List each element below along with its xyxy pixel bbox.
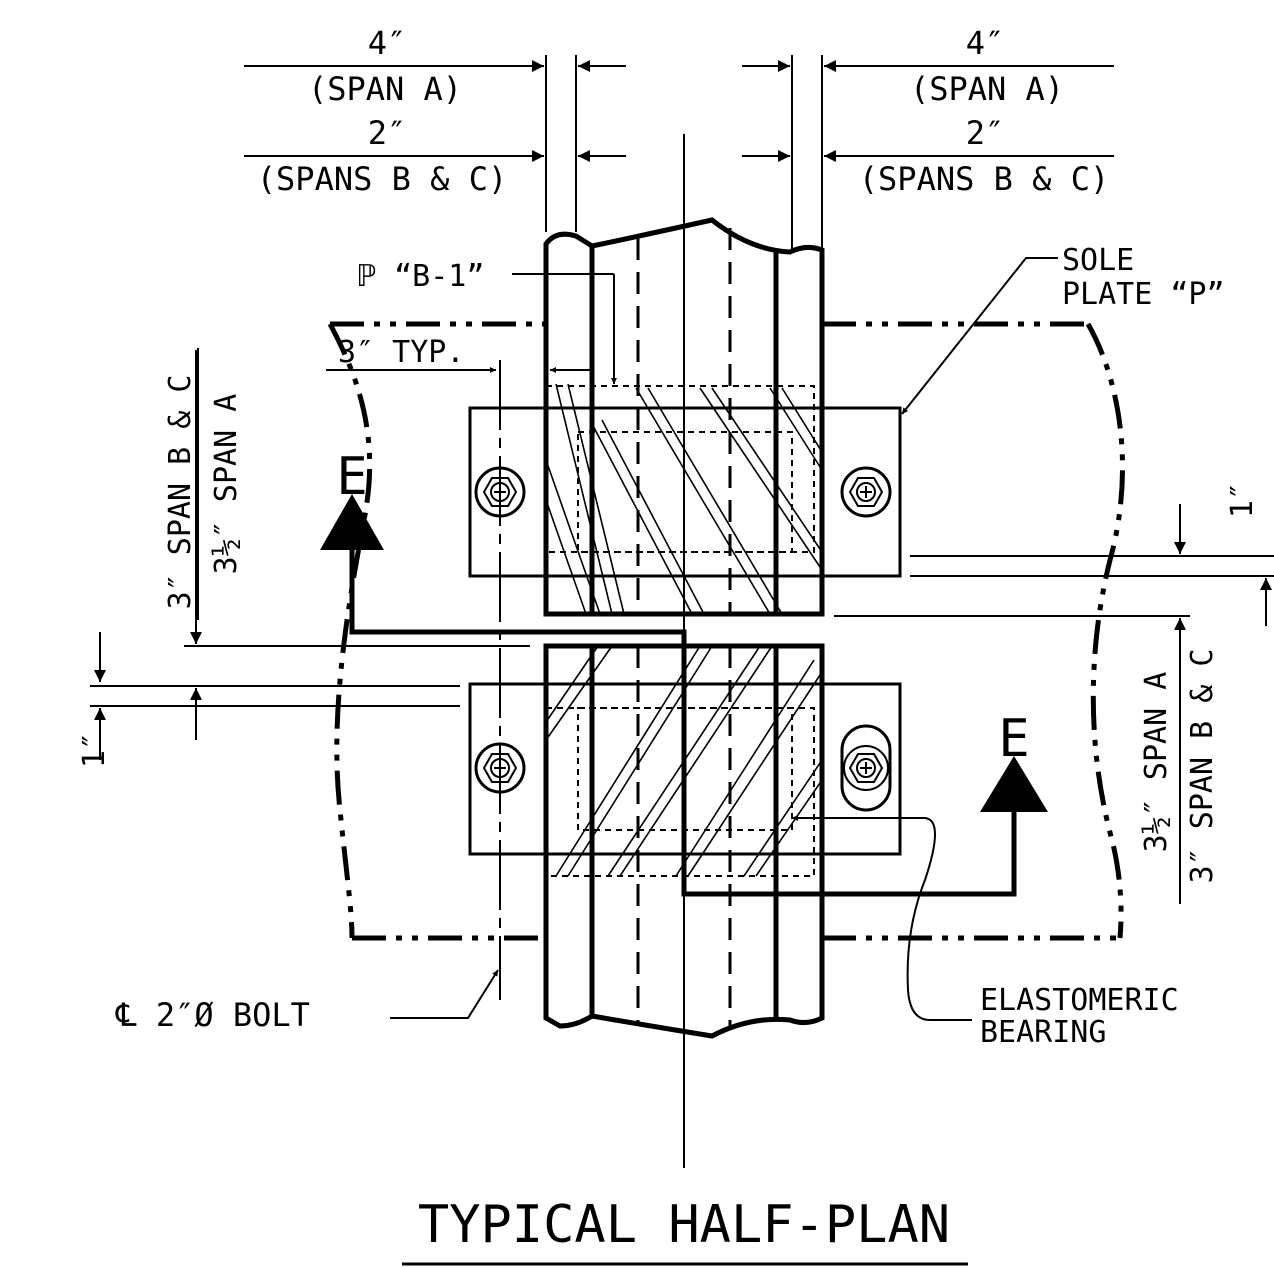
drawing-title: TYPICAL HALF-PLAN [418,1195,950,1255]
cap-outline [327,321,1125,941]
sole-plate-label-line1: SOLE [1062,243,1134,278]
section-arrow-left [320,494,384,550]
typ-offset-label: 3″ TYP. [338,335,464,370]
bolt-upper-right [840,466,892,518]
top-right-span-bc-value: 2″ [966,114,1005,152]
sole-plate-label-line2: PLATE “P” [1062,277,1225,312]
section-cut-line [349,540,1017,897]
top-right-span-a-value: 4″ [966,24,1005,62]
left-vertical-dimension [90,350,530,760]
top-left-span-a-label: (SPAN A) [308,70,462,108]
top-left-span-a-value: 4″ [368,24,407,62]
bolt-leader [390,969,499,1019]
bolt-label: ℄ 2″Ø BOLT [115,996,310,1034]
left-vertical-span-bc: 3″ SPAN B & C [163,375,198,610]
top-left-span-bc-value: 2″ [368,114,407,152]
left-vertical-span-a: 3½″ SPAN A [209,394,244,575]
bearing-label-line1: ELASTOMERIC [980,983,1179,1018]
section-arrow-right [980,756,1048,812]
bearing-leader [792,815,972,1021]
sole-plate-leader [901,257,1058,415]
left-one-inch: 1″ [77,732,112,768]
top-left-span-bc-label: (SPANS B & C) [257,160,507,198]
plate-b1-label: ℙ “B-1” [358,259,484,294]
right-vertical-dimension [834,504,1274,904]
top-right-span-bc-label: (SPANS B & C) [859,160,1109,198]
right-vertical-span-a: 3½″ SPAN A [1139,672,1174,853]
bearing-label-line2: BEARING [980,1015,1106,1050]
section-marker-left: E [336,447,367,507]
section-marker-right: E [998,709,1029,769]
bolt-lower-right-slotted [840,724,892,812]
right-vertical-span-bc: 3″ SPAN B & C [1185,649,1220,884]
upper-sole-plate [468,383,902,615]
top-right-span-a-label: (SPAN A) [910,70,1064,108]
right-one-inch: 1″ [1225,482,1260,518]
top-dimensions [244,55,1114,252]
